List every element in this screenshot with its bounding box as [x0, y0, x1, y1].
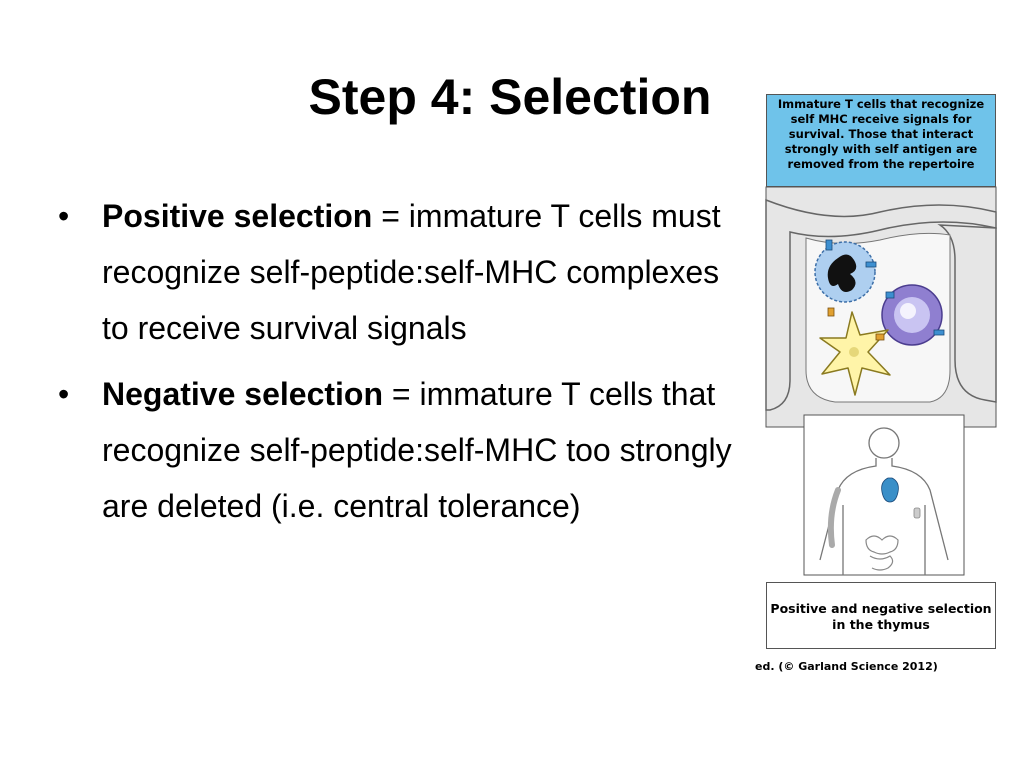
- bullet-positive-selection: • Positive selection = immature T cells …: [58, 188, 738, 356]
- bullet-negative-selection: • Negative selection = immature T cells …: [58, 366, 738, 534]
- bullet-text: = immature T cells must recognize self-p…: [102, 198, 721, 346]
- bullet-term: Positive selection: [102, 198, 373, 234]
- bullet-icon: •: [58, 198, 70, 234]
- body-panel-illustration: [803, 414, 965, 576]
- bullet-term: Negative selection: [102, 376, 383, 412]
- bullet-text: = immature T cells that recognize self-p…: [102, 376, 732, 524]
- figure-bottom-caption: Positive and negative selection in the t…: [766, 582, 996, 649]
- thymus-panel-illustration: [765, 186, 997, 428]
- bullet-icon: •: [58, 376, 70, 412]
- thymus-selection-figure: [765, 186, 997, 576]
- bullet-list: • Positive selection = immature T cells …: [58, 188, 738, 544]
- slide-title: Step 4: Selection: [308, 69, 712, 125]
- figure-top-caption: Immature T cells that recognize self MHC…: [766, 94, 996, 187]
- figure-credit: ed. (© Garland Science 2012): [755, 660, 938, 673]
